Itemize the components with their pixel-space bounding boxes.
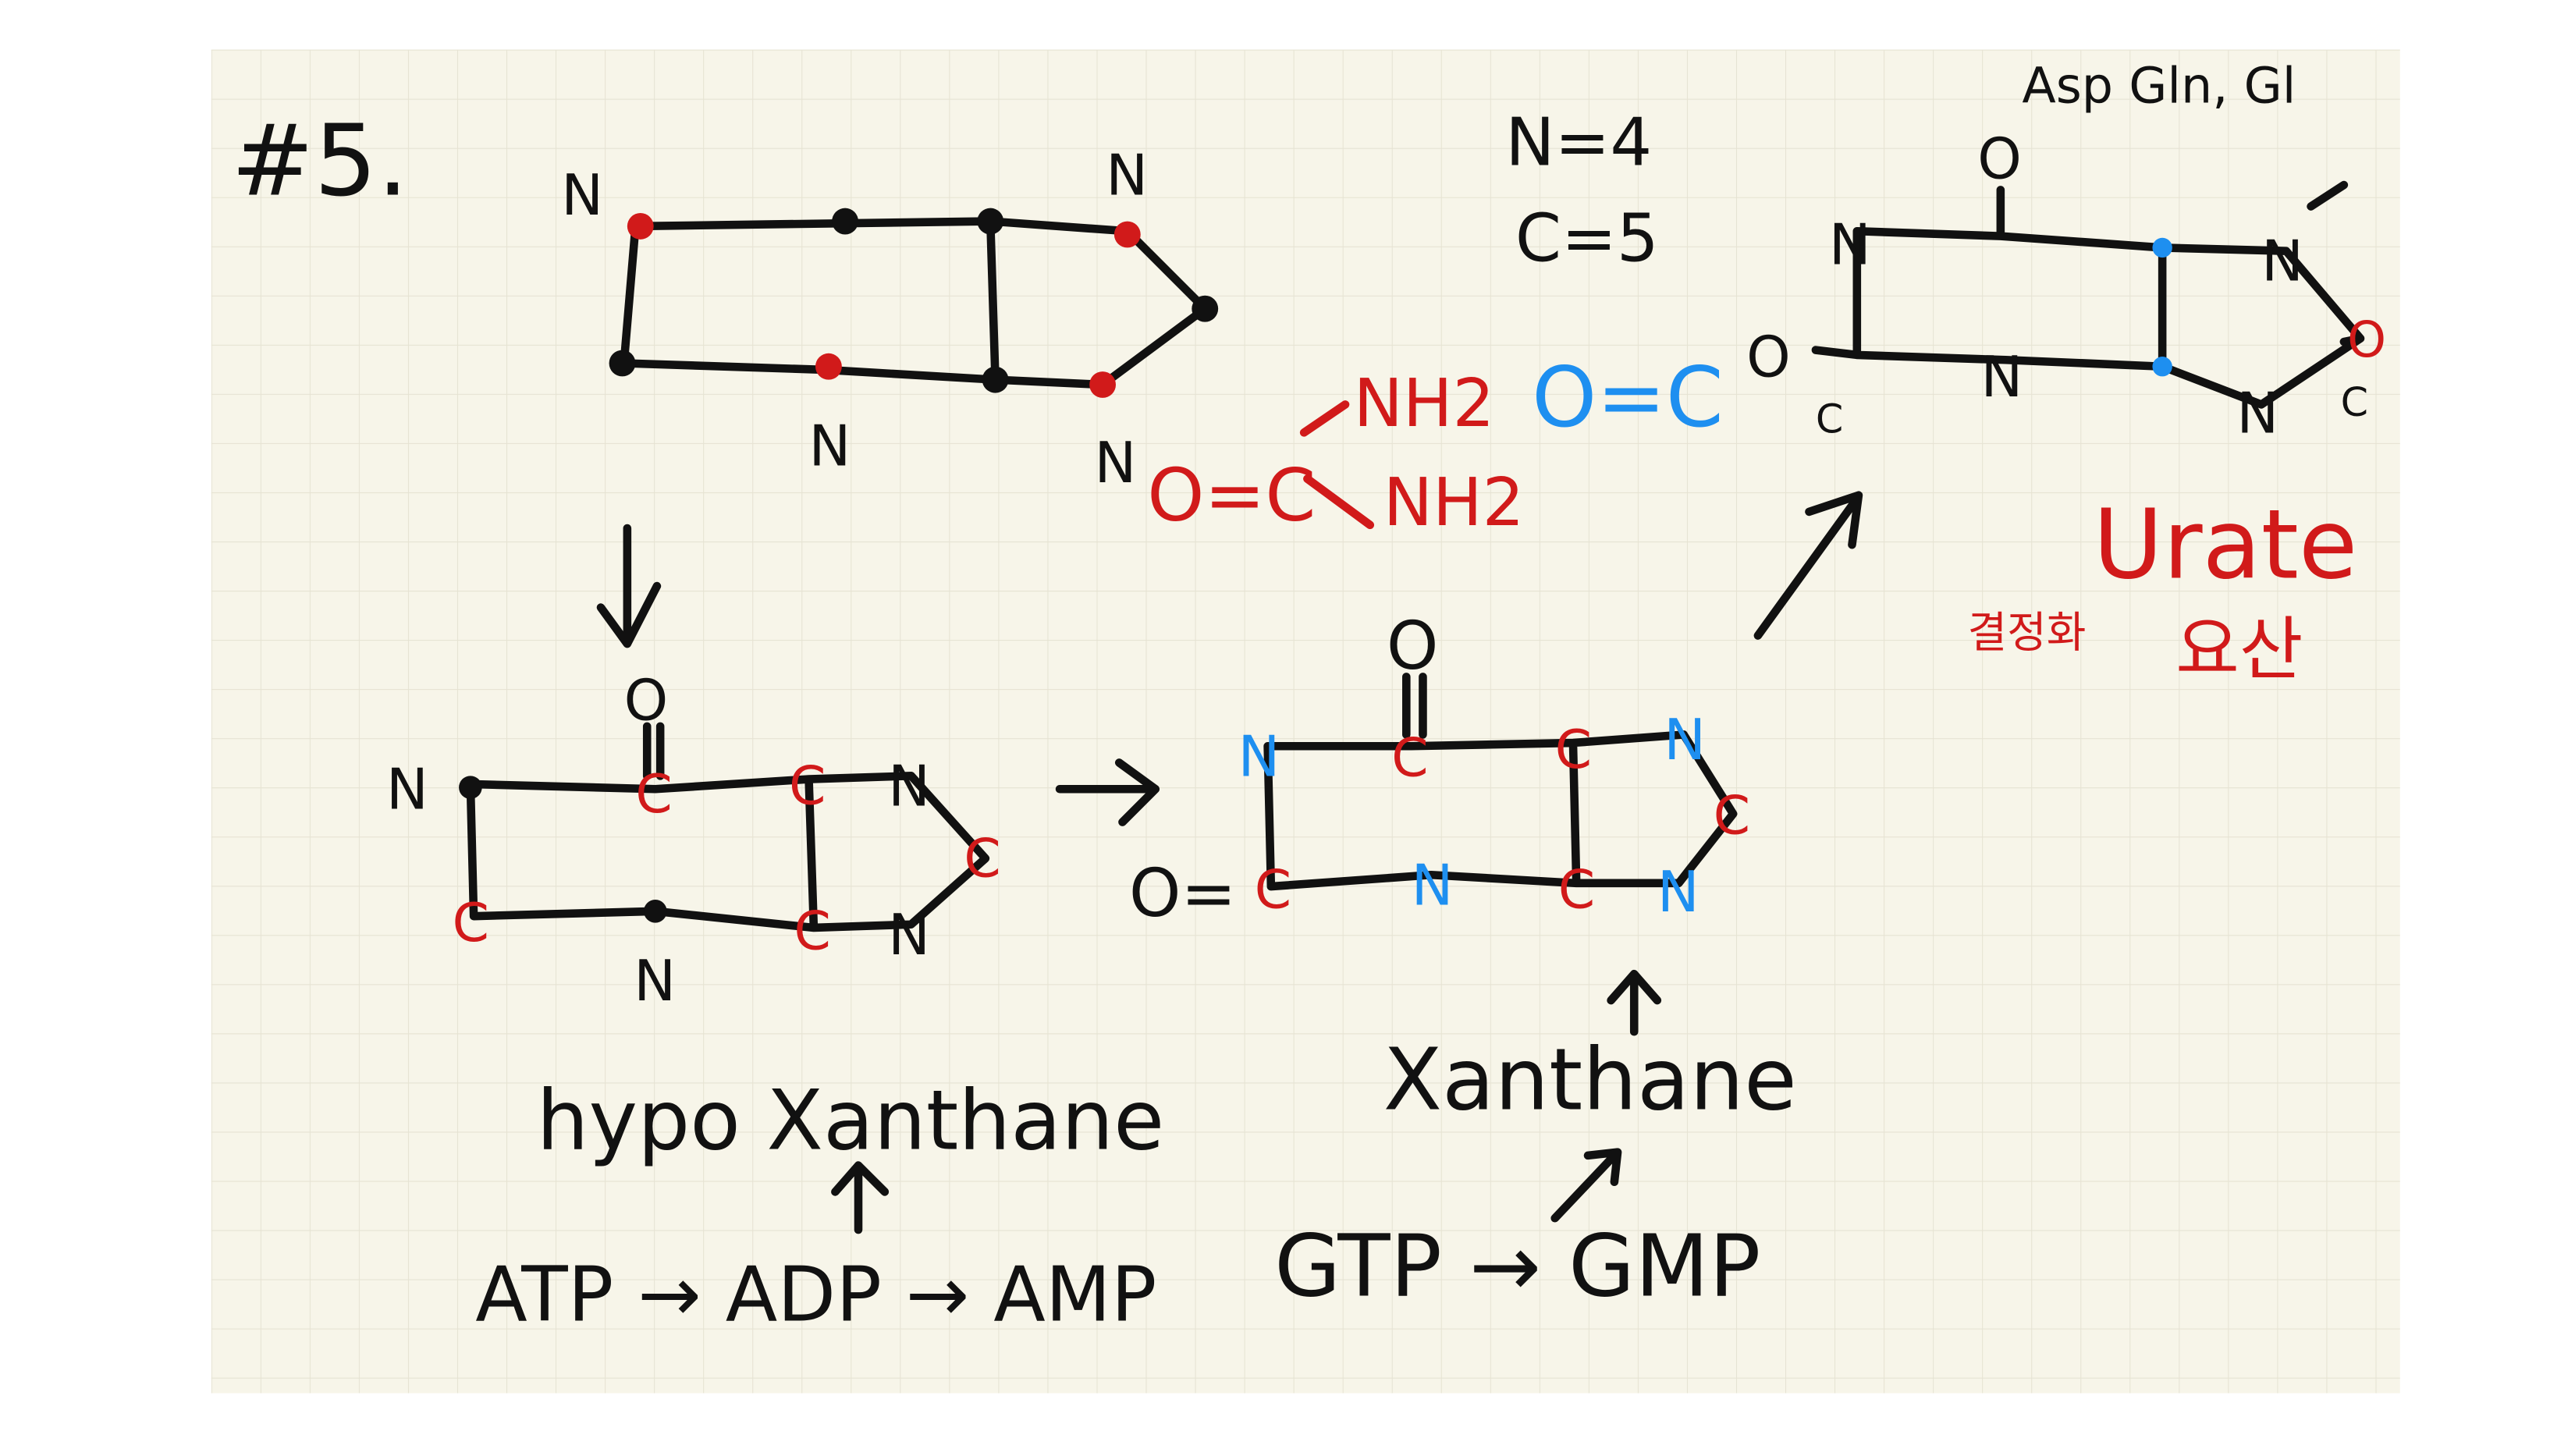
atom-n9: N [888, 902, 930, 968]
atom-c6: C [635, 763, 672, 825]
atom-n3: N [1412, 852, 1454, 918]
atom-c8: C [964, 827, 1000, 889]
atom-n1: N [386, 757, 428, 822]
urea-nh2-top: NH2 [1354, 364, 1495, 442]
carbon-count: C=5 [1515, 199, 1659, 276]
co2-note: O=C [1532, 350, 1724, 446]
problem-number: #5. [231, 103, 408, 218]
urea-note: O=C NH2 NH2 [1147, 364, 1524, 541]
atom-o-top: O [1387, 607, 1439, 684]
arrow-up-icon [831, 1161, 890, 1234]
atom-o: O [624, 667, 669, 733]
atom-o-right: O [2347, 311, 2386, 368]
urea-nh2-bottom: NH2 [1383, 463, 1525, 541]
atom-label: N [1095, 430, 1137, 495]
atom-c6: C [1391, 726, 1428, 788]
atom-label: N [809, 414, 851, 479]
hypoxanthine-structure: O N N N N C C C C C hypo Xanthane ATP → … [386, 667, 1164, 1338]
atom-label: N [561, 162, 603, 228]
atom-n3: N [634, 948, 676, 1014]
arrow-up-icon [1607, 969, 1662, 1036]
atom-o-left: O= [1129, 854, 1237, 932]
arrow-down-icon [596, 524, 662, 648]
urea-oc: O=C [1147, 453, 1316, 537]
xanthine-label: Xanthane [1383, 1030, 1797, 1130]
nitrogen-count: N=4 [1505, 104, 1652, 181]
atom-c4: C [794, 900, 831, 961]
atom-c5: C [789, 755, 826, 816]
atom-n9: N [2236, 380, 2278, 446]
atom-n1: N [1238, 723, 1280, 789]
atom-n7: N [2261, 229, 2303, 294]
atp-pathway: ATP → ADP → AMP [475, 1250, 1156, 1338]
atom-n7: N [888, 753, 930, 819]
atom-c8: C [1714, 784, 1750, 846]
atom-c2: C [1255, 859, 1291, 921]
korean-note-uric-acid: 요산 [2175, 609, 2303, 690]
atom-n7: N [1664, 707, 1706, 772]
atom-c2: C [453, 892, 489, 954]
arrow-right-icon [1055, 758, 1160, 826]
gtp-pathway: GTP → GMP [1274, 1216, 1760, 1316]
atom-c-left: C [1816, 396, 1843, 442]
arrow-up-right-icon [1550, 1148, 1622, 1223]
atom-c-right: C [2341, 379, 2368, 425]
korean-note-crystal: 결정화 [1968, 607, 2087, 657]
atom-dots [609, 208, 1219, 398]
atom-c4: C [1558, 859, 1595, 921]
uric-acid-structure: Asp Gln, Gl O N N O C N N C O Urate 결정화 … [1746, 56, 2386, 690]
arrow-up-right-icon [1753, 491, 1863, 640]
atom-o-left: O [1746, 324, 1791, 389]
amino-acid-sources: Asp Gln, Gl [2022, 56, 2296, 114]
atom-label: N [1106, 143, 1148, 208]
atom-n3: N [1980, 344, 2023, 410]
atom-n9: N [1657, 859, 1700, 925]
purine-skeleton: N N N N [561, 143, 1219, 495]
xanthine-structure: O O= N N N N C C C C C Xanthane GTP → GM… [1129, 607, 1797, 1316]
atom-o-top: O [1977, 126, 2022, 192]
grid-lines [211, 49, 2400, 1394]
atom-n1: N [1829, 212, 1871, 278]
hypoxanthine-label: hypo Xanthane [537, 1072, 1165, 1168]
urate-label: Urate [2093, 488, 2357, 600]
atom-c5: C [1555, 719, 1592, 780]
